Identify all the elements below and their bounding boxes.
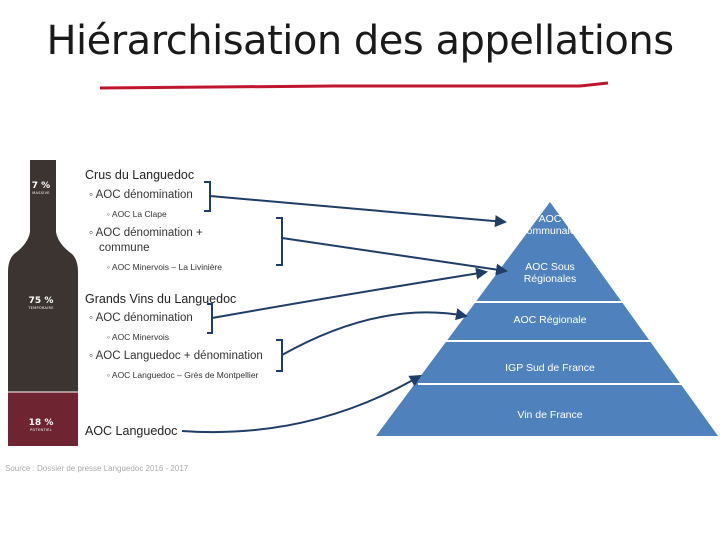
pyramid-level-vin-de-france: Vin de France xyxy=(470,409,630,421)
pyramid-level-4-line1: IGP Sud de France xyxy=(470,362,630,374)
brackets xyxy=(204,182,282,371)
pyramid-level-3-line1: AOC Régionale xyxy=(480,314,620,326)
grands-example-2: ◦ AOC Languedoc – Grès de Montpellier xyxy=(107,370,258,380)
bracket-grands-1 xyxy=(207,304,212,333)
source-note: Source : Dossier de presse Languedoc 201… xyxy=(5,464,188,473)
bottle-sub-middle: TEMPORAIRE xyxy=(24,306,58,310)
arrow-grands-1 xyxy=(212,272,486,318)
bottle-sub-top: MASSIVE xyxy=(24,191,58,195)
bottle-pct-bottom: 18 % xyxy=(24,418,58,428)
grands-item-2: ◦ AOC Languedoc + dénomination xyxy=(89,350,263,362)
bracket-crus-2 xyxy=(276,218,282,265)
crus-item-1: ◦ AOC dénomination xyxy=(89,189,193,201)
bottle-label-bottom: 18 % POTENTIEL xyxy=(24,418,58,432)
bottle-sub-bottom: POTENTIEL xyxy=(24,428,58,432)
pyramid-level-1-line2: Communales xyxy=(500,225,600,237)
crus-item-2-line2: commune xyxy=(99,242,150,254)
bottle-pct-middle: 75 % xyxy=(24,296,58,306)
pyramid-level-5-line1: Vin de France xyxy=(470,409,630,421)
pyramid-level-sous-regionales: AOC Sous Régionales xyxy=(490,261,610,285)
pyramid-level-igp: IGP Sud de France xyxy=(470,362,630,374)
grands-heading: Grands Vins du Languedoc xyxy=(85,292,236,306)
bottle-label-middle: 75 % TEMPORAIRE xyxy=(24,296,58,310)
crus-example-2: ◦ AOC Minervois – La Livinière xyxy=(107,262,222,272)
arrow-grands-2 xyxy=(282,312,466,355)
pyramid-level-communales: AOC Communales xyxy=(500,213,600,237)
grands-example-1: ◦ AOC Minervois xyxy=(107,332,169,342)
pyramid-level-1-line1: AOC xyxy=(500,213,600,225)
bottle-label-top: 7 % MASSIVE xyxy=(24,181,58,195)
arrow-crus-2 xyxy=(282,238,506,271)
pyramid-level-regionale: AOC Régionale xyxy=(480,314,620,326)
crus-item-2: ◦ AOC dénomination + xyxy=(89,227,203,239)
arrow-crus-1 xyxy=(210,196,505,222)
bottle-neck xyxy=(8,160,78,292)
languedoc-heading: AOC Languedoc xyxy=(85,424,177,438)
pyramid-level-2-line2: Régionales xyxy=(490,273,610,285)
crus-heading: Crus du Languedoc xyxy=(85,168,194,182)
bracket-crus-1 xyxy=(204,182,210,211)
arrow-languedoc xyxy=(182,376,420,432)
grands-item-1: ◦ AOC dénomination xyxy=(89,312,193,324)
title-underline xyxy=(100,83,608,88)
pyramid-level-2-line1: AOC Sous xyxy=(490,261,610,273)
bottle-pct-top: 7 % xyxy=(24,181,58,191)
crus-example-1: ◦ AOC La Clape xyxy=(107,209,167,219)
bracket-grands-2 xyxy=(276,340,282,371)
